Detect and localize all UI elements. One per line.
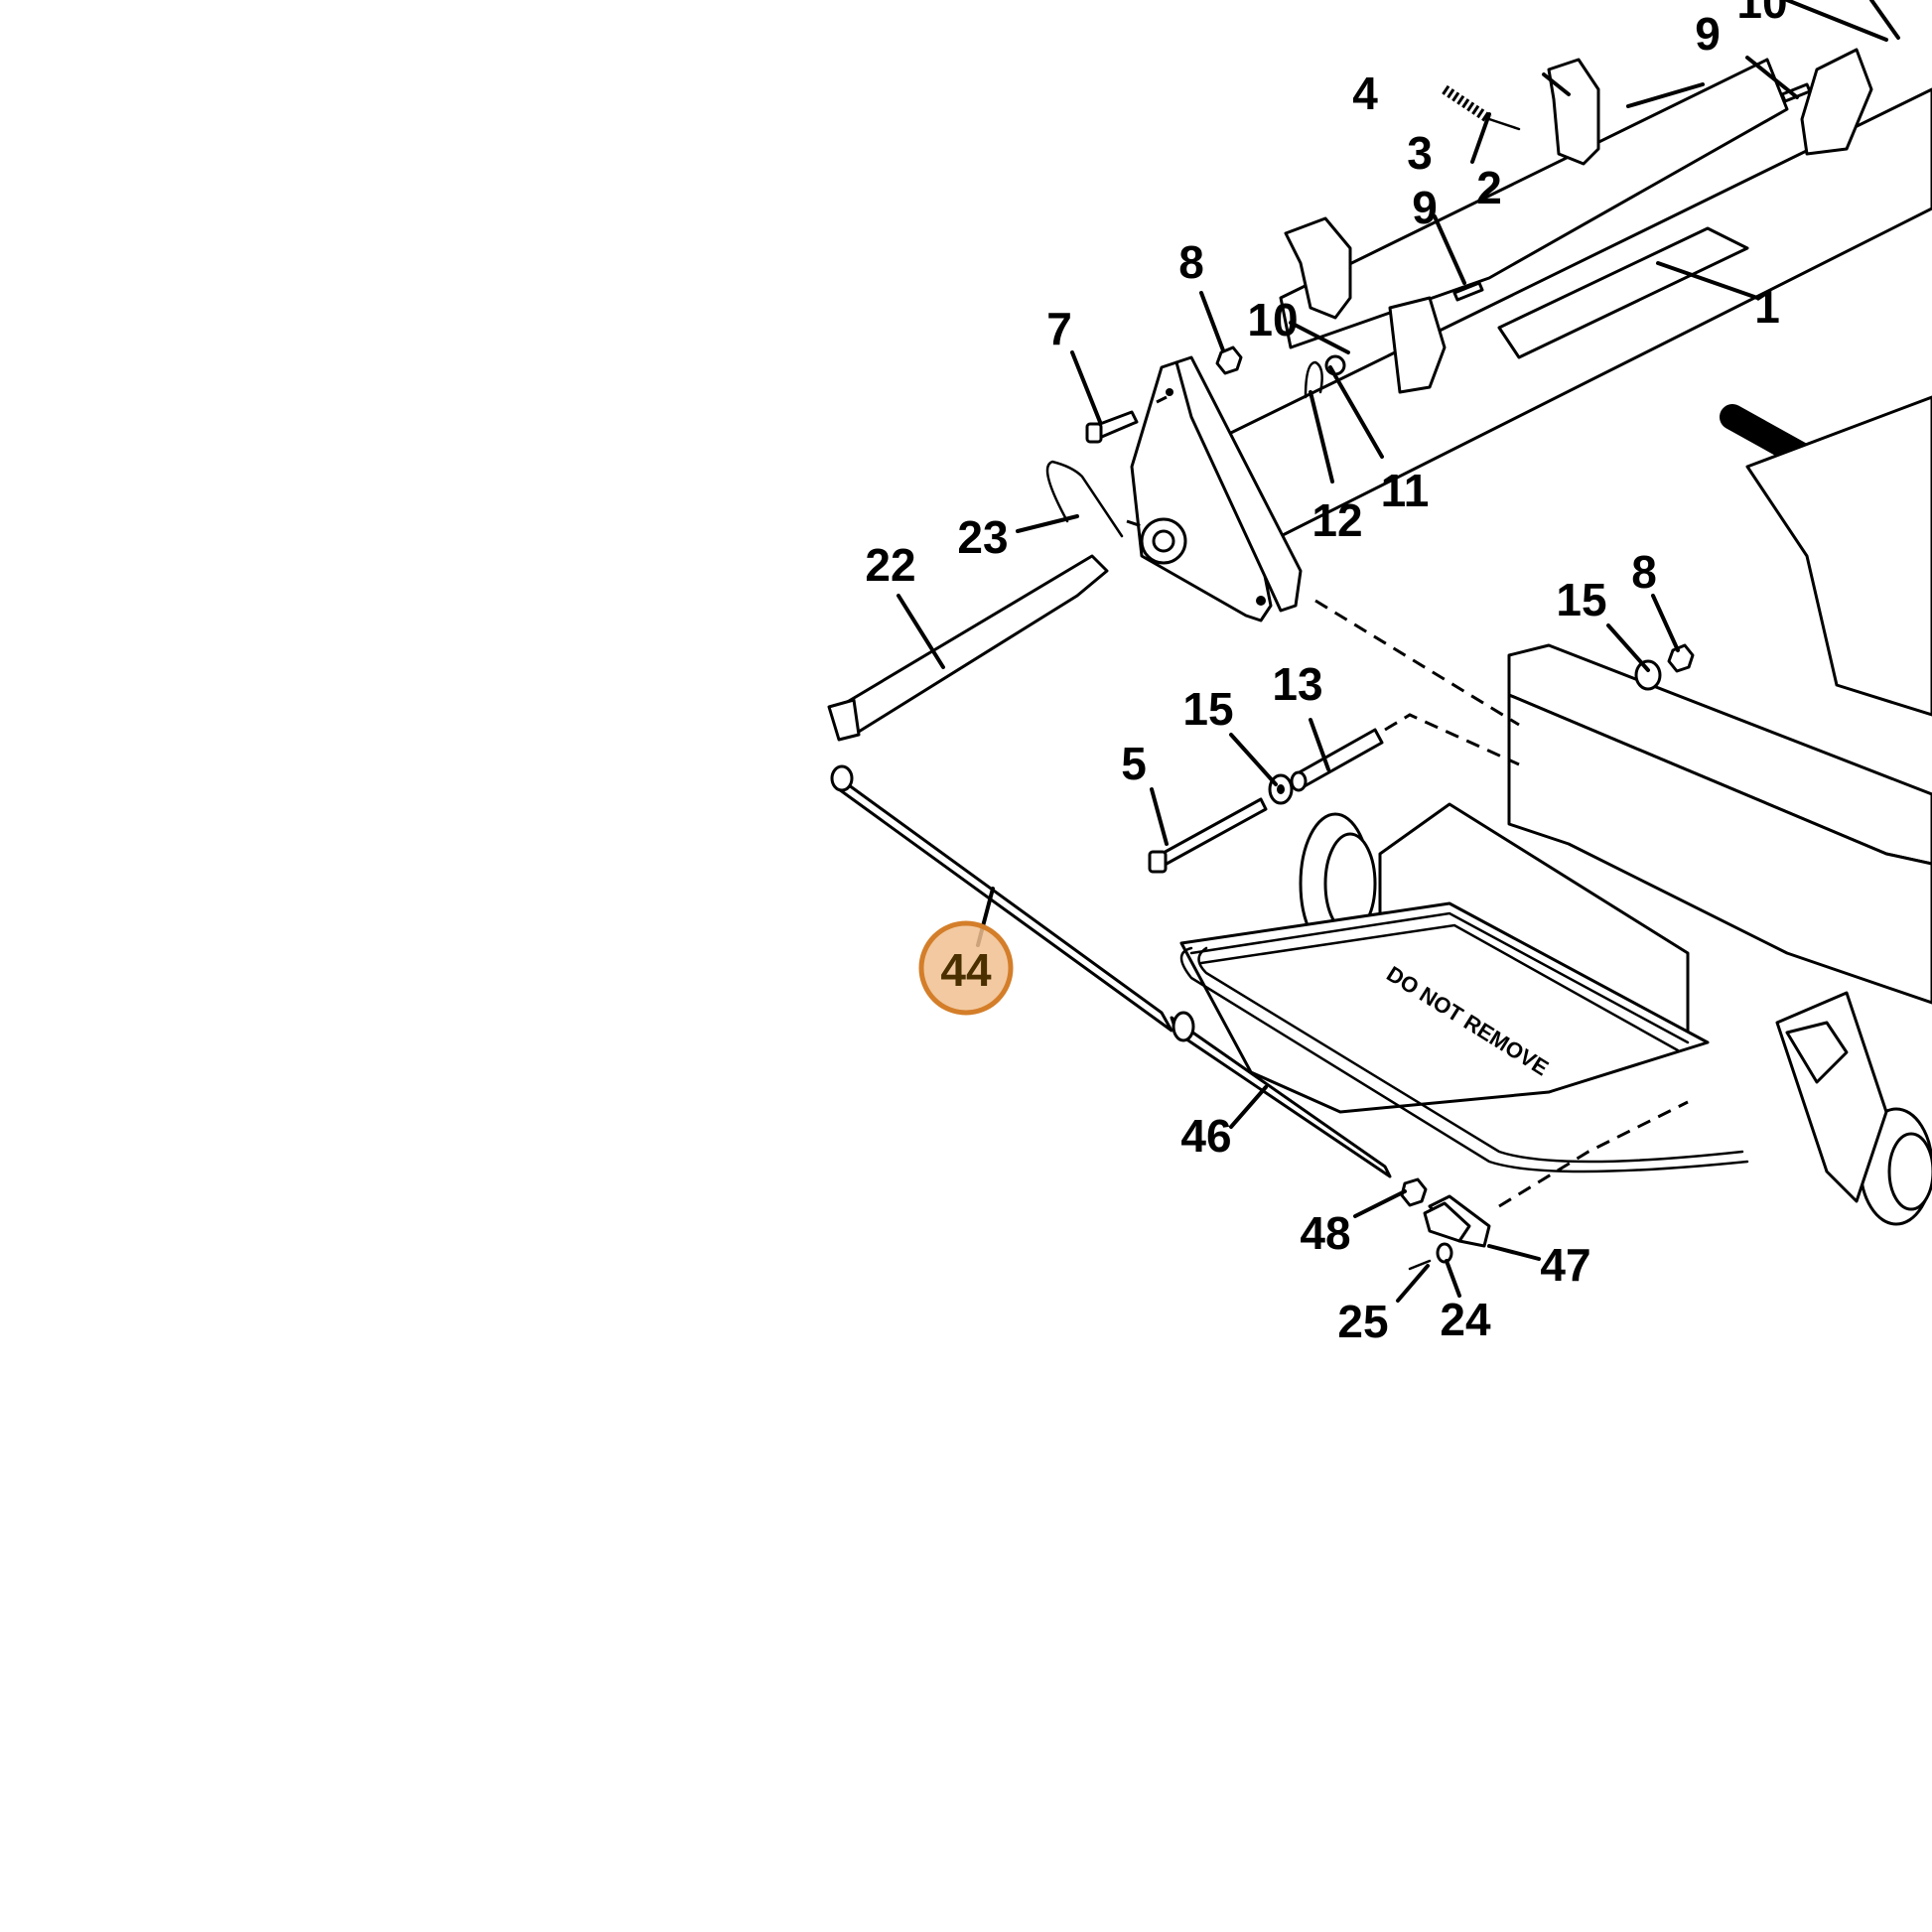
callout-9a[interactable]: 9 [1412, 182, 1438, 233]
callout-12[interactable]: 12 [1311, 494, 1362, 546]
callout-47[interactable]: 47 [1540, 1239, 1590, 1291]
callout-23[interactable]: 23 [957, 511, 1008, 563]
callout-48[interactable]: 48 [1300, 1207, 1350, 1259]
deck-assembly: DO NOT REMOVE [1179, 802, 1932, 1226]
callout-10b[interactable]: 10 [1736, 0, 1787, 28]
callout-15a[interactable]: 15 [1182, 683, 1233, 735]
callout-labels: 10 9 4 3 2 9 1 8 10 7 11 12 23 22 15 8 1… [865, 0, 1787, 1347]
callout-22[interactable]: 22 [865, 539, 915, 591]
callout-5[interactable]: 5 [1121, 738, 1147, 789]
assembly-lines [1126, 395, 1689, 1208]
callout-24[interactable]: 24 [1440, 1294, 1491, 1345]
callout-8a[interactable]: 8 [1178, 236, 1204, 288]
hanger-bracket [1130, 355, 1303, 622]
highlight-circle[interactable] [918, 920, 1014, 1016]
callout-44[interactable]: 44 [940, 944, 992, 996]
callout-15b[interactable]: 15 [1556, 574, 1606, 625]
callout-4[interactable]: 4 [1352, 68, 1378, 119]
callout-8b[interactable]: 8 [1631, 546, 1657, 598]
callout-46[interactable]: 46 [1180, 1110, 1231, 1162]
callout-11[interactable]: 11 [1381, 465, 1430, 516]
callout-44-highlight[interactable] [918, 920, 1014, 1016]
callout-3[interactable]: 3 [1407, 127, 1433, 179]
callout-25[interactable]: 25 [1337, 1296, 1388, 1347]
callout-7[interactable]: 7 [1046, 303, 1072, 354]
callout-13[interactable]: 13 [1272, 658, 1322, 710]
hardware [827, 82, 1812, 1271]
frame-assembly [1140, 48, 1932, 1005]
callout-2[interactable]: 2 [1476, 162, 1502, 213]
callout-10a[interactable]: 10 [1247, 294, 1298, 345]
callout-1[interactable]: 1 [1754, 281, 1780, 333]
callout-9b[interactable]: 9 [1695, 8, 1721, 60]
leader-lines [897, 0, 1900, 1303]
